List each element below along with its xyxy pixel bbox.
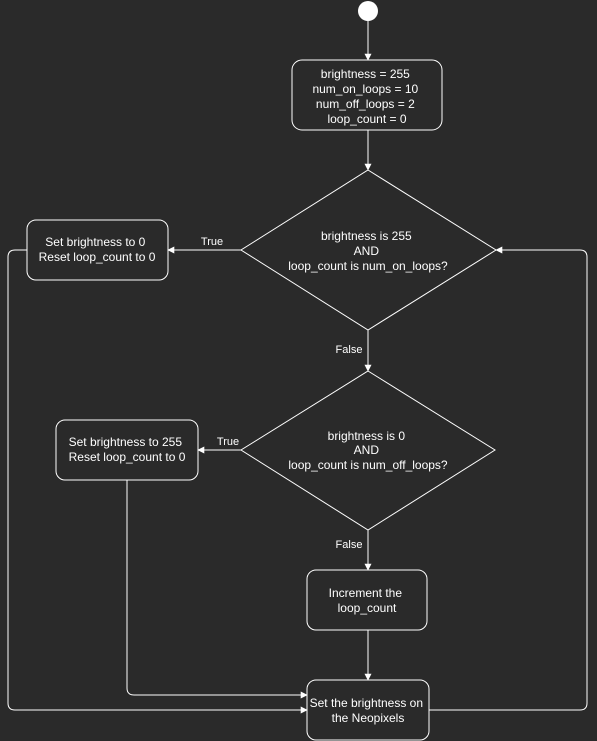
edges — [7, 21, 588, 714]
init-line-3: num_off_loops = 2 — [316, 97, 415, 111]
set-on-node: Set brightness to 255 Reset loop_count t… — [55, 419, 199, 481]
svg-text:Set the brightness on th: Set the brightness on the Neopixels — [310, 696, 427, 725]
decision-on-line-2: AND — [354, 244, 380, 258]
set-off-line-2: Reset loop_count to 0 — [39, 250, 156, 264]
svg-text:brightness is 255 AND: brightness is 255 AND loop_count is num_… — [288, 229, 448, 273]
svg-text:Increment the loop_count: Increment the loop_count — [329, 586, 406, 615]
decision-on-line-3: loop_count is num_on_loops? — [288, 259, 448, 273]
init-line-4: loop_count = 0 — [327, 112, 406, 126]
set-neopixels-line-1: Set the brightness on — [310, 696, 423, 710]
edge-set-off-to-set-neopixels — [7, 249, 308, 714]
decision-off-node: brightness is 0 AND loop_count is num_of… — [240, 370, 496, 531]
decision-off-line-2: AND — [354, 443, 380, 457]
svg-text:Set brightness to 255 Re: Set brightness to 255 Reset loop_count t… — [69, 435, 186, 464]
set-neopixels-line-2: the Neopixels — [332, 711, 405, 725]
increment-line-2: loop_count — [338, 601, 397, 615]
edge-loop-back-to-decision-on — [429, 246, 588, 711]
init-line-2: num_on_loops = 10 — [312, 82, 418, 96]
svg-text:Set brightness to 0 Rese: Set brightness to 0 Reset loop_count to … — [39, 235, 156, 264]
init-node: brightness = 255 num_on_loops = 10 num_o… — [291, 59, 443, 131]
set-off-line-1: Set brightness to 0 — [45, 235, 145, 249]
increment-node: Increment the loop_count — [306, 569, 428, 631]
set-on-line-2: Reset loop_count to 0 — [69, 450, 186, 464]
init-line-1: brightness = 255 — [321, 67, 410, 81]
decision-on-node: brightness is 255 AND loop_count is num_… — [240, 169, 497, 331]
edge-set-on-to-set-neopixels — [126, 480, 308, 699]
svg-text:brightness is 0 AND: brightness is 0 AND loop_count is num_of… — [288, 429, 448, 472]
set-off-node: Set brightness to 0 Reset loop_count to … — [26, 219, 169, 281]
start-node — [358, 1, 378, 21]
edge-label-on-true: True — [201, 236, 223, 248]
decision-off-line-1: brightness is 0 — [328, 429, 406, 443]
edge-label-on-false: False — [336, 344, 363, 356]
svg-text:brightness = 255 num_on_: brightness = 255 num_on_loops = 10 num_o… — [312, 67, 421, 126]
decision-off-line-3: loop_count is num_off_loops? — [288, 458, 448, 472]
increment-line-1: Increment the — [329, 586, 403, 600]
edge-label-off-true: True — [217, 436, 239, 448]
set-neopixels-node: Set the brightness on the Neopixels — [306, 679, 430, 741]
set-on-line-1: Set brightness to 255 — [69, 435, 183, 449]
decision-on-line-1: brightness is 255 — [321, 229, 412, 243]
edge-label-off-false: False — [336, 539, 363, 551]
